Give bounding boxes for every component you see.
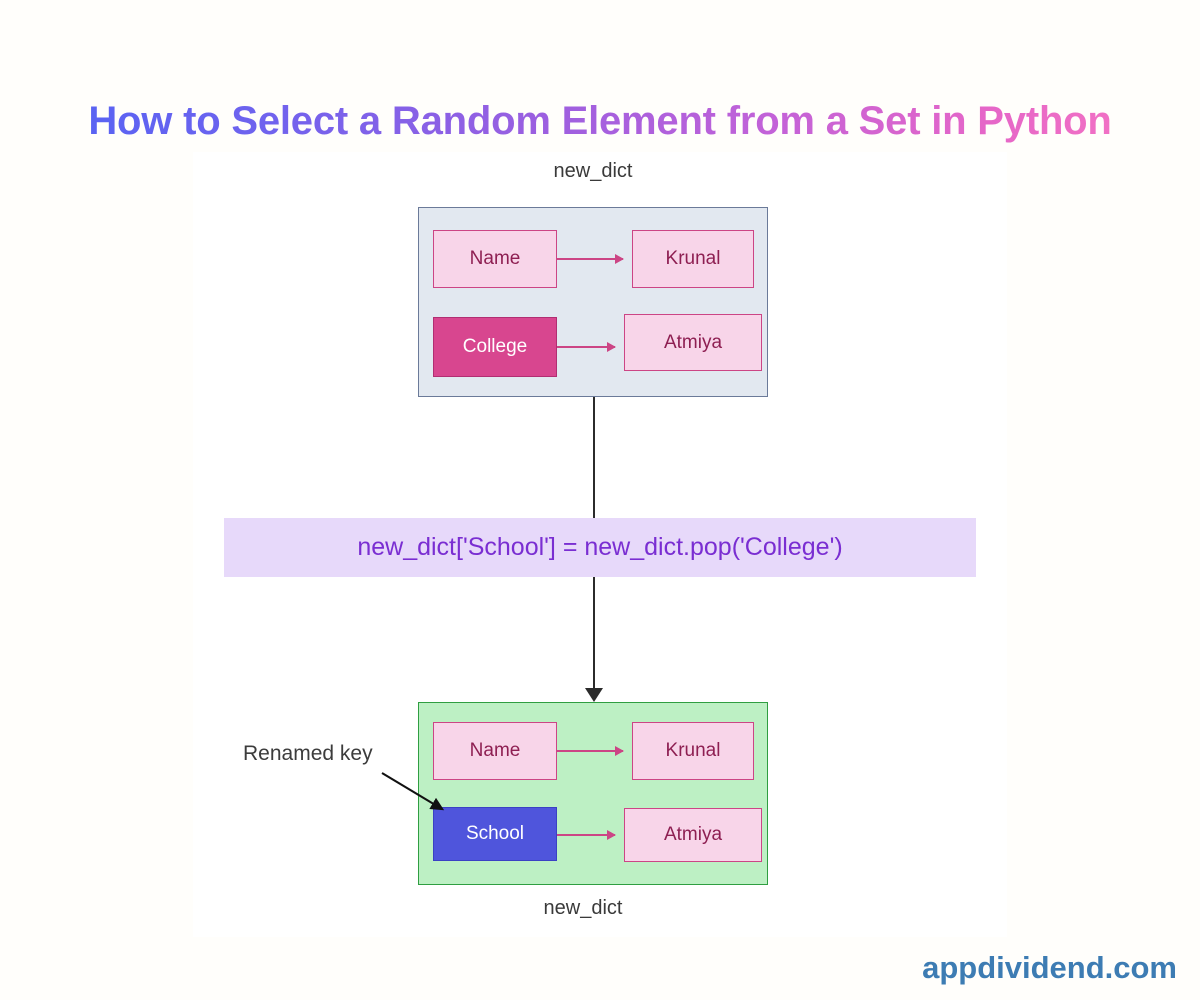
page-title: How to Select a Random Element from a Se… (0, 99, 1200, 144)
bottom-dict-arrow-school-to-atmiya (557, 830, 616, 840)
flow-arrowhead-icon (585, 688, 603, 702)
bottom-dict-value-krunal: Krunal (632, 722, 754, 780)
top-dict-key-name: Name (433, 230, 557, 288)
code-expression-box: new_dict['School'] = new_dict.pop('Colle… (224, 518, 976, 577)
top-dict-key-college: College (433, 317, 557, 377)
flow-connector-top (593, 397, 595, 518)
site-watermark: appdividend.com (922, 950, 1177, 985)
top-dict-value-krunal: Krunal (632, 230, 754, 288)
top-dict-arrow-college-to-atmiya (557, 342, 616, 352)
top-dict-value-atmiya: Atmiya (624, 314, 762, 371)
flow-connector-bottom (593, 577, 595, 690)
bottom-dict-label: new_dict (543, 897, 623, 919)
bottom-dict-key-school: School (433, 807, 557, 861)
renamed-key-callout-arrow-icon (381, 772, 445, 811)
top-dict-label: new_dict (553, 160, 633, 182)
bottom-dict-key-name: Name (433, 722, 557, 780)
bottom-dict-value-atmiya: Atmiya (624, 808, 762, 862)
top-dict-arrow-name-to-krunal (557, 254, 624, 264)
renamed-key-annotation-label: Renamed key (243, 742, 373, 765)
bottom-dict-arrow-name-to-krunal (557, 746, 624, 756)
